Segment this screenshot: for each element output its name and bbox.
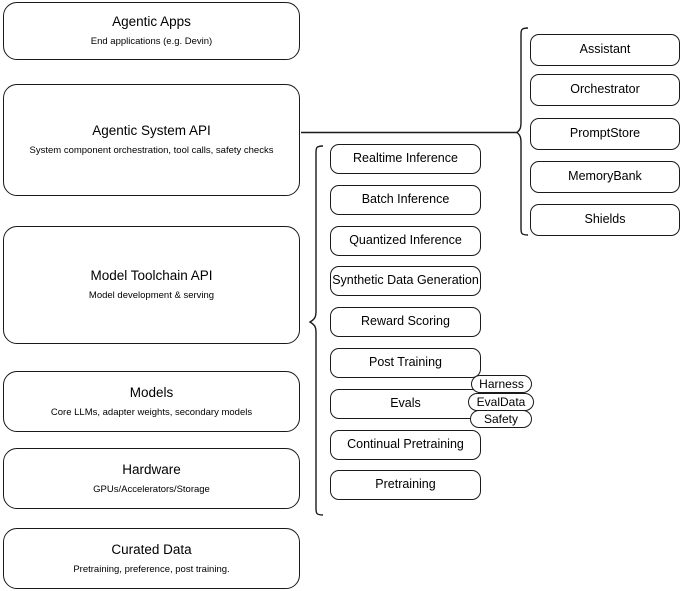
- toolchain-box-quantized-inference[interactable]: Quantized Inference: [330, 226, 481, 256]
- layer-title-model-toolchain-api: Model Toolchain API: [90, 268, 213, 284]
- toolchain-box-batch-inference[interactable]: Batch Inference: [330, 185, 481, 215]
- layer-box-curated-data[interactable]: Curated Data Pretraining, preference, po…: [3, 528, 300, 589]
- toolchain-label-synthetic-data-generation: Synthetic Data Generation: [332, 273, 479, 288]
- toolchain-box-continual-pretraining[interactable]: Continual Pretraining: [330, 430, 481, 460]
- toolchain-box-pretraining[interactable]: Pretraining: [330, 470, 481, 500]
- layer-subtitle-agentic-apps: End applications (e.g. Devin): [90, 36, 213, 47]
- agentic-component-label-memorybank: MemoryBank: [568, 169, 642, 184]
- toolchain-label-evals: Evals: [390, 396, 421, 411]
- layer-subtitle-curated-data: Pretraining, preference, post training.: [73, 563, 230, 575]
- toolchain-box-synthetic-data-generation[interactable]: Synthetic Data Generation: [330, 266, 481, 296]
- layer-box-agentic-apps[interactable]: Agentic Apps End applications (e.g. Devi…: [3, 2, 300, 60]
- toolchain-box-realtime-inference[interactable]: Realtime Inference: [330, 144, 481, 174]
- agentic-component-box-orchestrator[interactable]: Orchestrator: [530, 74, 680, 106]
- agentic-component-label-promptstore: PromptStore: [569, 126, 641, 141]
- layer-title-hardware: Hardware: [122, 461, 181, 477]
- layer-title-agentic-system-api: Agentic System API: [92, 123, 211, 139]
- layer-box-models[interactable]: Models Core LLMs, adapter weights, secon…: [3, 371, 300, 432]
- layer-subtitle-model-toolchain-api: Model development & serving: [88, 290, 215, 301]
- layer-title-models: Models: [129, 384, 174, 400]
- toolchain-label-batch-inference: Batch Inference: [361, 192, 450, 207]
- layer-title-agentic-apps: Agentic Apps: [112, 14, 191, 30]
- evals-subcomponent-label-evaldata: EvalData: [476, 395, 526, 409]
- layer-subtitle-models: Core LLMs, adapter weights, secondary mo…: [50, 406, 253, 418]
- evals-subcomponent-harness[interactable]: Harness: [471, 375, 532, 393]
- toolchain-box-reward-scoring[interactable]: Reward Scoring: [330, 307, 481, 337]
- evals-subcomponent-label-safety: Safety: [483, 412, 519, 426]
- agentic-component-label-shields: Shields: [584, 212, 626, 227]
- layer-box-hardware[interactable]: Hardware GPUs/Accelerators/Storage: [3, 448, 300, 509]
- agentic-component-label-assistant: Assistant: [579, 42, 631, 57]
- middle-brace: [308, 145, 324, 516]
- toolchain-label-pretraining: Pretraining: [375, 477, 436, 492]
- evals-subcomponent-evaldata[interactable]: EvalData: [468, 393, 534, 411]
- agentic-component-box-memorybank[interactable]: MemoryBank: [530, 161, 680, 193]
- agentic-component-box-shields[interactable]: Shields: [530, 204, 680, 236]
- toolchain-label-continual-pretraining: Continual Pretraining: [347, 437, 464, 452]
- toolchain-box-evals[interactable]: Evals: [330, 389, 481, 419]
- toolchain-label-quantized-inference: Quantized Inference: [349, 233, 462, 248]
- toolchain-label-post-training: Post Training: [369, 355, 442, 370]
- layer-subtitle-hardware: GPUs/Accelerators/Storage: [93, 483, 210, 495]
- right-brace: [515, 27, 529, 236]
- toolchain-label-realtime-inference: Realtime Inference: [353, 151, 458, 166]
- layer-box-model-toolchain-api[interactable]: Model Toolchain API Model development & …: [3, 226, 300, 344]
- agentic-component-label-orchestrator: Orchestrator: [570, 82, 640, 97]
- evals-subcomponent-safety[interactable]: Safety: [470, 410, 532, 428]
- agentic-component-box-assistant[interactable]: Assistant: [530, 34, 680, 66]
- toolchain-label-reward-scoring: Reward Scoring: [361, 314, 450, 329]
- evals-subcomponent-label-harness: Harness: [479, 377, 524, 391]
- toolchain-box-post-training[interactable]: Post Training: [330, 348, 481, 378]
- agentic-component-box-promptstore[interactable]: PromptStore: [530, 118, 680, 150]
- layer-title-curated-data: Curated Data: [111, 541, 192, 557]
- layer-subtitle-agentic-system-api: System component orchestration, tool cal…: [29, 145, 274, 156]
- layer-box-agentic-system-api[interactable]: Agentic System API System component orch…: [3, 84, 300, 196]
